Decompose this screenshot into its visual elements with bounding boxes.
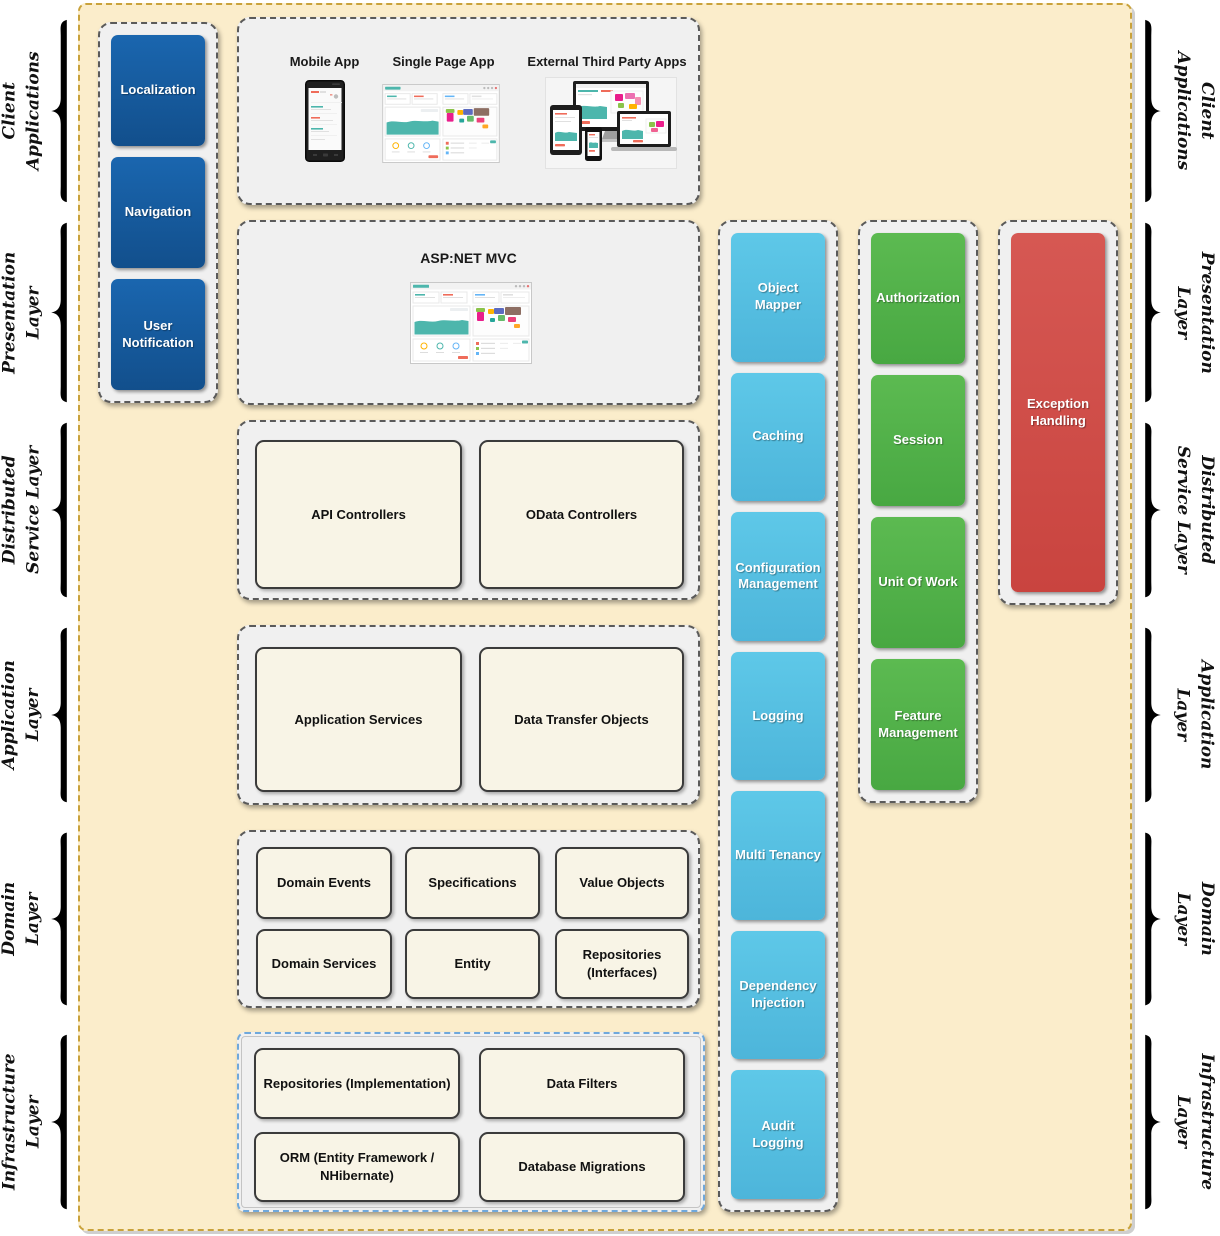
node-api-controllers: API Controllers	[255, 440, 462, 589]
node-orm: ORM (Entity Framework / NHibernate)	[254, 1132, 460, 1202]
application-panel: Application Services Data Transfer Objec…	[237, 625, 700, 805]
brace-right-presentation-layer	[1140, 220, 1166, 405]
node-caching: Caching	[731, 372, 825, 502]
brace-right-distributed-service-layer	[1140, 420, 1166, 600]
node-multi-tenancy: Multi Tenancy	[731, 791, 825, 920]
mobile-app-image	[305, 80, 345, 162]
brace-right-domain-layer	[1140, 830, 1166, 1008]
node-database-migrations: Database Migrations	[479, 1132, 685, 1202]
node-configuration-management: Configuration Management	[731, 512, 825, 641]
node-application-services: Application Services	[255, 647, 462, 792]
external-apps-image	[545, 77, 677, 169]
aspnet-mvc-title: ASP:NET MVC	[420, 250, 517, 266]
node-data-transfer-objects: Data Transfer Objects	[479, 647, 684, 792]
brace-right-infrastructure-layer	[1140, 1032, 1166, 1212]
aspnet-mvc-image	[410, 282, 532, 364]
node-repositories-interfaces: Repositories (Interfaces)	[555, 929, 689, 999]
external-apps-label: External Third Party Apps	[527, 54, 687, 69]
node-exception-handling: Exception Handling	[1011, 233, 1105, 592]
node-specifications: Specifications	[405, 847, 540, 919]
cross-cutting-blue-column: Object Mapper Caching Configuration Mana…	[718, 220, 838, 1212]
node-domain-events: Domain Events	[256, 847, 392, 919]
node-audit-logging: Audit Logging	[731, 1070, 825, 1200]
cross-cutting-green-column: Authorization Session Unit Of Work Featu…	[858, 220, 978, 803]
node-object-mapper: Object Mapper	[731, 233, 825, 362]
node-value-objects: Value Objects	[555, 847, 689, 919]
node-domain-services: Domain Services	[256, 929, 392, 999]
node-odata-controllers: OData Controllers	[479, 440, 684, 589]
node-session: Session	[871, 375, 965, 506]
client-apps-panel: Mobile App Single Page App External Thir…	[237, 17, 700, 205]
node-navigation: Navigation	[111, 157, 205, 268]
node-authorization: Authorization	[871, 233, 965, 364]
presentation-panel: ASP:NET MVC	[237, 220, 700, 405]
infrastructure-panel: Repositories (Implementation) Data Filte…	[237, 1032, 705, 1212]
brace-left-domain-layer	[46, 830, 72, 1008]
brace-left-distributed-service-layer	[46, 420, 72, 600]
node-entity: Entity	[405, 929, 540, 999]
single-page-app-label: Single Page App	[392, 54, 495, 69]
brace-left-infrastructure-layer	[46, 1032, 72, 1212]
brace-left-application-layer	[46, 625, 72, 805]
mobile-app-label: Mobile App	[289, 54, 360, 69]
ui-widgets-panel: Localization Navigation User Notificatio…	[98, 22, 218, 403]
brace-left-presentation-layer	[46, 220, 72, 405]
cross-cutting-red-column: Exception Handling	[998, 220, 1118, 605]
node-unit-of-work: Unit Of Work	[871, 517, 965, 648]
node-localization: Localization	[111, 35, 205, 146]
domain-panel: Domain Events Specifications Value Objec…	[237, 830, 700, 1008]
brace-right-client-applications	[1140, 17, 1166, 205]
node-feature-management: Feature Management	[871, 659, 965, 790]
node-repositories-implementation: Repositories (Implementation)	[254, 1048, 460, 1119]
node-data-filters: Data Filters	[479, 1048, 685, 1119]
brace-left-client-applications	[46, 17, 72, 205]
node-logging: Logging	[731, 651, 825, 781]
single-page-app-image	[382, 84, 500, 163]
distributed-service-panel: API Controllers OData Controllers	[237, 420, 700, 600]
node-user-notification: User Notification	[111, 279, 205, 390]
brace-right-application-layer	[1140, 625, 1166, 805]
node-dependency-injection: Dependency Injection	[731, 930, 825, 1060]
